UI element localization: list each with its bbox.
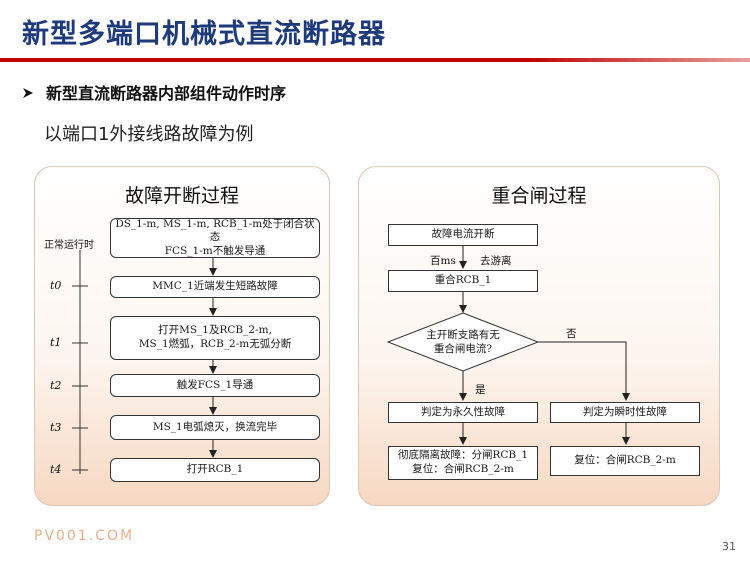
temporary-fault-box: 判定为瞬时性故障 — [550, 402, 700, 423]
bullet-text: 新型直流断路器内部组件动作时序 — [46, 84, 287, 103]
isolate-fault-box: 彻底隔离故障：分闸RCB_1 复位：合闸RCB_2-m — [388, 446, 538, 480]
step-box-open-ms: 打开MS_1及RCB_2-m, MS_1燃弧，RCB_2-m无弧分断 — [110, 316, 320, 360]
box-text: 判定为永久性故障 — [421, 405, 505, 418]
hundred-ms-label: 百ms — [430, 255, 456, 267]
step-box-initial-state: DS_1-m, MS_1-m, RCB_1-m处于闭合状态 FCS_1-m不触发… — [110, 218, 320, 258]
step-box-open-rcb: 打开RCB_1 — [110, 458, 320, 482]
time-label-t1: t1 — [50, 336, 62, 349]
slide-title: 新型多端口机械式直流断路器 — [22, 19, 386, 50]
step-text-line2: FCS_1-m不触发导通 — [164, 244, 266, 257]
deionization-label: 去游离 — [480, 255, 512, 267]
watermark-logo: PV001.COM — [34, 528, 135, 544]
fault-current-break-box: 故障电流开断 — [388, 224, 538, 246]
decision-text-line2: 重合闸电流? — [433, 343, 493, 355]
step-text-line1: DS_1-m, MS_1-m, RCB_1-m处于闭合状态 — [115, 217, 315, 244]
reclosing-title: 重合闸过程 — [491, 185, 587, 207]
step-text-line1: MS_1电弧熄灭，换流完毕 — [152, 420, 278, 433]
step-text-line2: MS_1燃弧，RCB_2-m无弧分断 — [138, 338, 292, 350]
yes-label: 是 — [475, 384, 486, 396]
step-box-arc-extinguished: MS_1电弧熄灭，换流完毕 — [110, 415, 320, 440]
title-divider — [0, 58, 750, 62]
arrow-bullet-icon — [22, 84, 36, 103]
box-text: 故障电流开断 — [431, 228, 495, 241]
normal-operation-label: 正常运行时 — [44, 240, 94, 251]
step-box-short-circuit: MMC_1近端发生短路故障 — [110, 276, 320, 298]
bullet-point: 新型直流断路器内部组件动作时序 — [22, 80, 286, 104]
step-text-line1: 触发FCS_1导通 — [176, 378, 254, 391]
box-text-line1: 彻底隔离故障：分闸RCB_1 — [397, 449, 529, 462]
time-label-t0: t0 — [50, 279, 62, 292]
no-label: 否 — [566, 328, 577, 340]
time-label-t2: t2 — [50, 379, 62, 392]
box-text-line2: 复位：合闸RCB_2-m — [412, 463, 514, 475]
step-text-line1: 打开RCB_1 — [186, 463, 244, 476]
page-number: 31 — [722, 540, 736, 553]
decision-diamond-text: 主开断支路有无 重合闸电流? — [405, 328, 521, 358]
permanent-fault-box: 判定为永久性故障 — [388, 402, 538, 423]
step-box-trigger-fcs: 触发FCS_1导通 — [110, 374, 320, 397]
reclose-rcb-box: 重合RCB_1 — [388, 270, 538, 292]
reset-box: 复位：合闸RCB_2-m — [550, 446, 700, 476]
time-label-t3: t3 — [50, 421, 62, 434]
step-text-line1: 打开MS_1及RCB_2-m, — [158, 324, 272, 337]
fault-breaking-title: 故障开断过程 — [124, 185, 239, 207]
step-text-line1: MMC_1近端发生短路故障 — [152, 280, 278, 293]
box-text: 重合RCB_1 — [434, 274, 492, 287]
decision-text-line1: 主开断支路有无 — [426, 329, 500, 342]
slide-subtitle: 以端口1外接线路故障为例 — [44, 124, 254, 145]
time-label-t4: t4 — [50, 463, 62, 476]
box-text: 判定为瞬时性故障 — [583, 405, 667, 418]
box-text: 复位：合闸RCB_2-m — [574, 454, 676, 467]
